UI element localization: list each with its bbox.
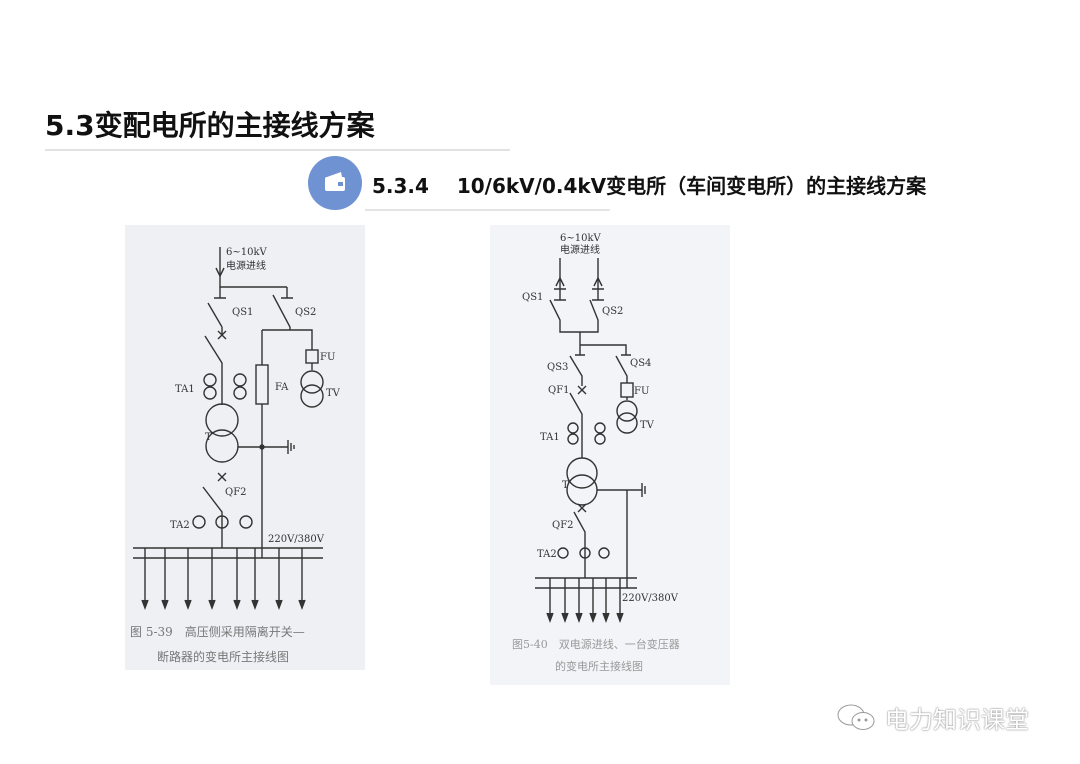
arrester-icon: [255, 364, 269, 405]
qs1-qs2-switches: [549, 299, 599, 333]
figure-5-40: 6~10kV 电源进线 QS1 QS2 QS3 QS4 QF1 FU TV TA…: [490, 225, 730, 685]
feeder-arrows: [546, 578, 624, 623]
figure-background: [490, 225, 730, 685]
supply-voltage-label: 6~10kV: [560, 233, 602, 244]
voltage-transformer-icon: [616, 400, 638, 422]
breaker-cross-icon: [217, 330, 227, 340]
qs2-branch: [261, 294, 313, 558]
watermark: 电力知识课堂: [835, 700, 1029, 735]
qs2-label: QS2: [295, 307, 316, 318]
qf2-switch: [202, 486, 223, 548]
wallet-icon: [308, 156, 362, 210]
qf2-label: QF2: [552, 520, 574, 531]
figure2-caption-line2: 的变电所主接线图: [555, 659, 643, 673]
fa-label: FA: [275, 382, 289, 393]
arrow-icon: [215, 267, 225, 278]
switch-contacts: [214, 287, 293, 299]
breaker-cross-icon: [577, 503, 587, 513]
ta2-label: TA2: [537, 549, 557, 560]
bus-voltage-label: 220V/380V: [622, 593, 679, 604]
slide-title: 5.3变配电所的主接线方案: [45, 109, 375, 142]
feeder-arrows: [141, 548, 306, 610]
voltage-transformer-icon: [300, 370, 324, 394]
breaker-cross-icon: [217, 472, 227, 482]
transformer-icon: [205, 403, 239, 437]
qf1-label: QF1: [548, 385, 570, 396]
bus-voltage-label: 220V/380V: [268, 534, 325, 545]
section-number: 5.3.4: [372, 174, 429, 198]
cable-head-icon: [555, 276, 603, 287]
ground-icon: [597, 483, 646, 588]
figure1-caption-line1: 图 5-39 高压侧采用隔离开关—: [130, 624, 305, 639]
ta1-label: TA1: [175, 384, 195, 395]
qs1-label: QS1: [232, 307, 253, 318]
watermark-text: 电力知识课堂: [885, 706, 1029, 734]
transformer-icon: [566, 457, 598, 489]
supply-voltage-label: 6~10kV: [226, 247, 268, 258]
supply-label: 电源进线: [226, 259, 266, 272]
fu-label: FU: [320, 352, 335, 363]
wechat-icon: [837, 704, 875, 730]
figure1-caption-line2: 断路器的变电所主接线图: [157, 649, 289, 664]
tie-bar: [575, 332, 631, 356]
qs1-switch: [207, 302, 223, 335]
breaker-cross-icon: [577, 385, 587, 395]
tv-label: TV: [326, 388, 341, 399]
title-divider: [45, 149, 510, 151]
qf2-label: QF2: [225, 487, 247, 498]
qs3-label: QS3: [547, 362, 568, 373]
qs2-label: QS2: [602, 306, 623, 317]
figure2-caption-line1: 图5-40 双电源进线、一台变压器: [512, 637, 680, 651]
section-heading: 5.3.4 10/6kV/0.4kV变电所（车间变电所）的主接线方案: [372, 170, 926, 199]
qf2-switch: [573, 511, 586, 578]
ta1-label: TA1: [540, 432, 560, 443]
qf1-switch: [204, 335, 223, 405]
section-title: 10/6kV/0.4kV变电所（车间变电所）的主接线方案: [456, 174, 927, 198]
tv-label: TV: [640, 420, 655, 431]
section-divider: [365, 209, 610, 211]
t-label: T: [205, 432, 212, 443]
fuse-icon: [305, 349, 319, 364]
ta2-label: TA2: [170, 520, 190, 531]
supply-label: 电源进线: [560, 243, 600, 256]
qs3-qs4-switches: [569, 355, 628, 386]
qs1-label: QS1: [522, 292, 543, 303]
fu-label: FU: [634, 386, 649, 397]
figure-5-39: 6~10kV 电源进线 QS1 TA1 T QS2 FA FU TV QF2 T…: [125, 225, 365, 670]
qs4-label: QS4: [630, 358, 651, 369]
t-label: T: [562, 480, 569, 491]
qf1-switch: [569, 392, 583, 458]
